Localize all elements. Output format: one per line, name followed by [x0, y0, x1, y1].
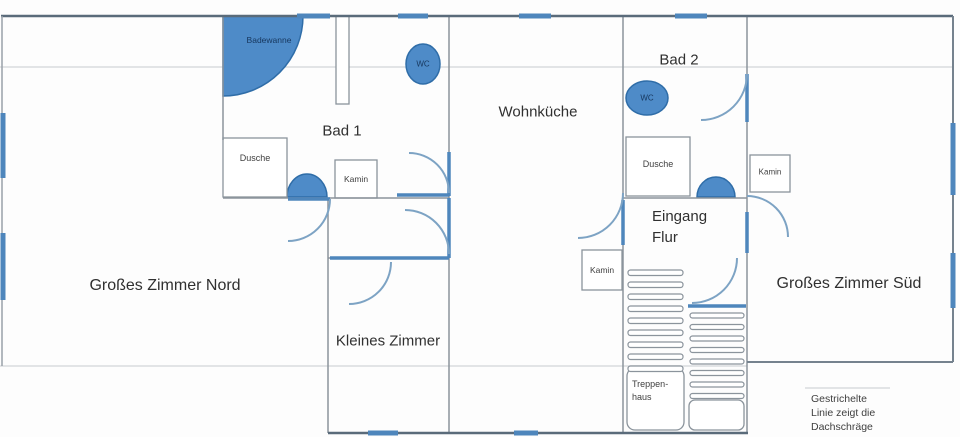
room-label-grosses-zimmer-sued: Großes Zimmer Süd: [776, 275, 922, 292]
eingang-line: Eingang: [652, 208, 708, 225]
exterior-walls: [1, 14, 954, 435]
door-arc-bad1: [408, 152, 450, 194]
door-swing-arcs: [287, 73, 789, 305]
stair-landing-box: [688, 399, 745, 431]
room-label-eingang-flur: Eingang Flur: [652, 206, 707, 248]
shower-label-bad1: Dusche: [239, 153, 271, 163]
fixtures: [222, 15, 736, 198]
legend-line-1: Gestrichelte: [811, 393, 868, 405]
flur-line: Flur: [652, 229, 678, 246]
wc-label-bad1: WC: [416, 59, 430, 69]
door-arc-kleines-zimmer: [348, 261, 392, 305]
stair-treads: [627, 269, 745, 400]
room-label-bad-2: Bad 2: [659, 51, 699, 69]
chimney-box-flur: [581, 249, 623, 291]
chimney-label-sued: Kamin: [758, 167, 782, 177]
chimney-label-bad1: Kamin: [343, 174, 369, 184]
legend-line-3: Dachschräge: [811, 421, 873, 433]
chimney-box-sued: [749, 154, 791, 193]
room-label-treppenhaus: Treppen- haus: [632, 379, 669, 402]
legend-line-2: Linie zeigt die: [811, 407, 876, 419]
toilet-shape-bad1: [405, 43, 441, 85]
bathtub-label: Badewanne: [246, 35, 292, 45]
sink-shape-bad2: [696, 176, 736, 198]
chimney-box-bad1: [334, 159, 378, 199]
room-label-wohnkueche: Wohnküche: [498, 103, 578, 121]
door-arc-wohnkueche: [577, 192, 624, 239]
room-label-grosses-zimmer-nord: Großes Zimmer Nord: [89, 277, 241, 294]
door-arc-bad2: [700, 73, 748, 121]
toilet-shape-bad2: [625, 80, 669, 116]
chimney-label-flur: Kamin: [589, 265, 615, 275]
wc-label-bad2: WC: [640, 93, 654, 103]
shower-box-bad2: [625, 136, 691, 197]
window-markers: [0, 13, 956, 436]
shower-box-bad1: [222, 137, 288, 198]
outlined-boxes: [222, 15, 791, 431]
door-arc-zimmer-nord: [287, 198, 331, 242]
room-label-bad-1: Bad 1: [322, 122, 362, 140]
roof-slope-lines: [0, 66, 952, 389]
room-label-kleines-zimmer: Kleines Zimmer: [335, 332, 441, 350]
door-arc-zimmer-sued: [746, 195, 789, 238]
wall-stub-bad1: [335, 15, 350, 105]
bathtub-shape: [222, 15, 304, 97]
shower-label-bad2: Dusche: [642, 159, 674, 169]
sink-shape-bad1: [286, 173, 328, 198]
door-arc-treppe: [691, 257, 738, 304]
door-arc-vestibule: [404, 209, 450, 255]
legend: Gestrichelte Linie zeigt die Dachschräge: [811, 392, 875, 434]
